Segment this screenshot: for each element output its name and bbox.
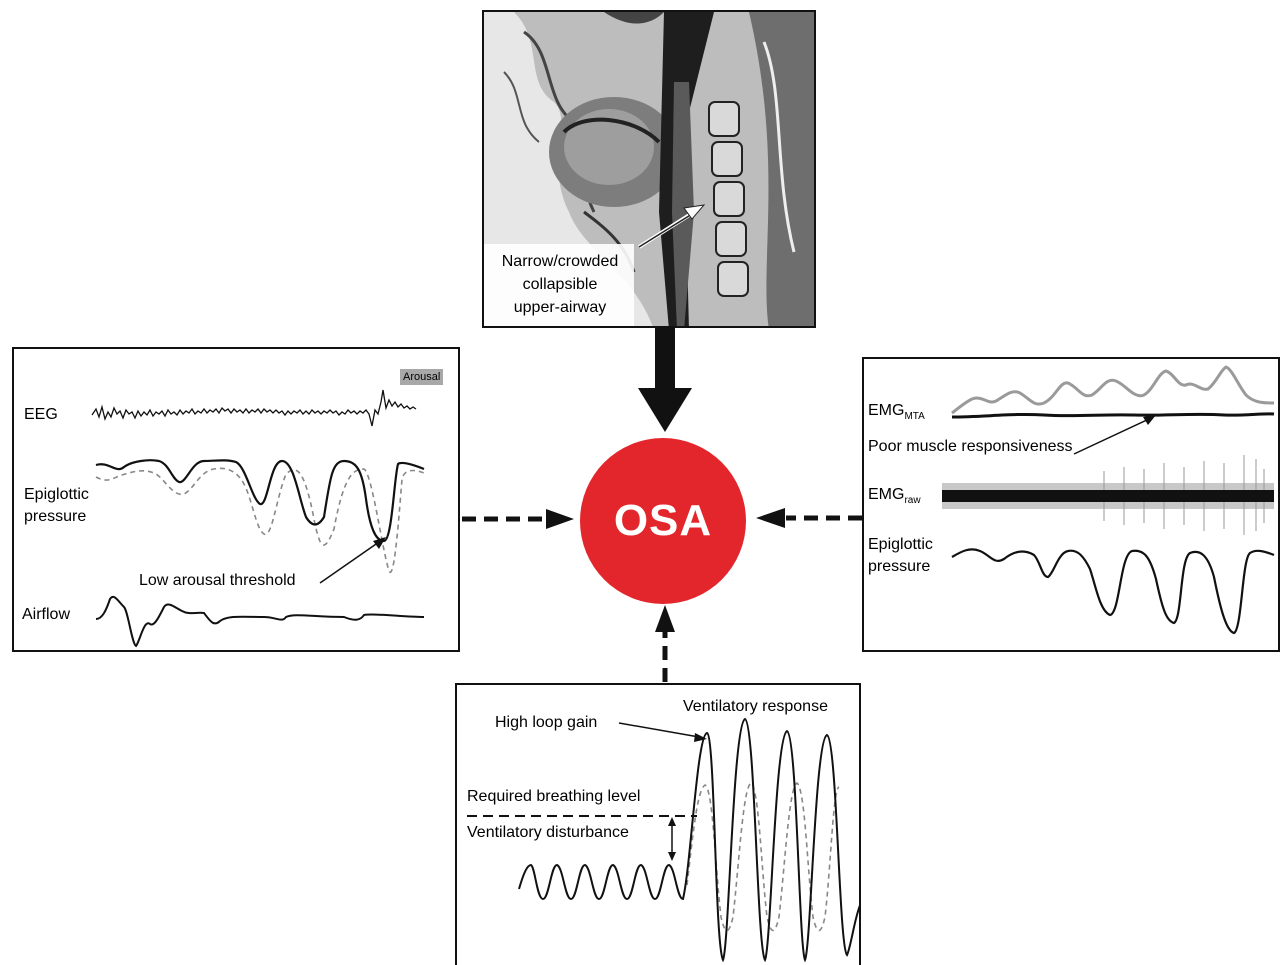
osa-label: OSA <box>613 496 713 545</box>
top-arrow-head <box>638 388 692 432</box>
muscle-panel: EMGMTA Poor muscle responsiveness EMGraw… <box>862 357 1280 652</box>
eeg-trace <box>91 389 417 427</box>
arousal-panel: Arousal EEG Epiglottic pressure Low arou… <box>12 347 460 652</box>
arousal-tag: Arousal <box>400 369 444 385</box>
bottom-arrow-head <box>655 605 675 632</box>
airway-caption-line-1: Narrow/crowded <box>501 253 619 270</box>
low-arousal-threshold-label: Low arousal threshold <box>139 572 296 589</box>
eeg-label: EEG <box>24 406 58 423</box>
epiglottic-dashed-trace <box>95 467 425 574</box>
emg-mta-subscript: MTA <box>904 411 925 422</box>
airflow-trace <box>95 595 425 648</box>
ventilatory-dashed-trace <box>686 782 840 932</box>
emg-mta-black-trace <box>951 412 1275 419</box>
muscle-epiglottic-label-line-1: Epiglottic <box>868 536 933 553</box>
ventilatory-response-label: Ventilatory response <box>683 698 828 715</box>
left-arrow-head <box>546 509 574 529</box>
muscle-epiglottic-trace <box>951 548 1275 635</box>
emg-mta-main: EMG <box>868 402 905 419</box>
epiglottic-label-line-2: pressure <box>24 508 87 525</box>
airway-mri-illustration <box>484 12 814 326</box>
airway-caption-line-2: collapsible <box>522 276 598 293</box>
airway-caption-line-3: upper-airway <box>513 299 607 316</box>
epiglottic-solid-trace <box>95 459 425 543</box>
emg-raw-label: EMGraw <box>868 485 921 510</box>
right-arrow-head <box>756 508 785 528</box>
emg-mta-label: EMGMTA <box>868 401 925 426</box>
arousal-traces <box>91 389 425 648</box>
muscle-traces <box>942 365 1275 635</box>
muscle-epiglottic-label-line-2: pressure <box>868 558 931 575</box>
ventilatory-solid-trace <box>518 717 859 963</box>
ventilatory-disturbance-label: Ventilatory disturbance <box>467 824 629 841</box>
loopgain-traces <box>467 717 859 963</box>
loopgain-panel: High loop gain Ventilatory response Requ… <box>455 683 861 965</box>
emg-raw-main: EMG <box>868 486 905 503</box>
required-breathing-level-label: Required breathing level <box>467 788 641 805</box>
epiglottic-label-line-1: Epiglottic <box>24 486 89 503</box>
osa-circle: OSA <box>580 438 746 604</box>
airflow-label: Airflow <box>22 606 71 623</box>
emg-raw-subscript: raw <box>904 495 921 506</box>
poor-muscle-responsiveness-label: Poor muscle responsiveness <box>868 438 1073 455</box>
airway-panel: Narrow/crowded collapsible upper-airway <box>482 10 816 328</box>
top-arrow-shaft <box>655 328 675 390</box>
high-loop-gain-label: High loop gain <box>495 714 598 731</box>
emg-mta-gray-trace <box>951 365 1275 415</box>
